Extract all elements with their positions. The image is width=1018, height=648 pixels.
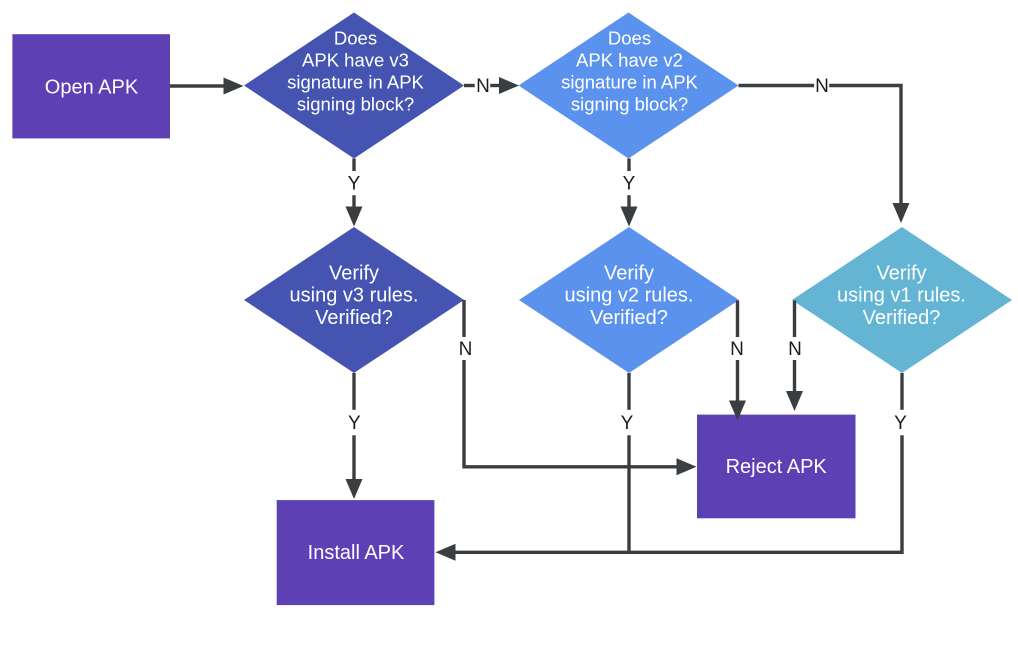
- svg-text:Verified?: Verified?: [590, 307, 668, 329]
- svg-text:Verify: Verify: [329, 262, 379, 284]
- svg-text:N: N: [788, 339, 802, 360]
- svg-text:signing block?: signing block?: [297, 94, 414, 115]
- svg-text:Y: Y: [894, 413, 907, 434]
- svg-text:signature in APK: signature in APK: [561, 72, 698, 93]
- svg-text:Open APK: Open APK: [45, 76, 139, 98]
- svg-text:APK have v2: APK have v2: [576, 50, 683, 71]
- svg-text:Verified?: Verified?: [315, 307, 393, 329]
- svg-text:N: N: [815, 76, 829, 97]
- svg-text:Does: Does: [334, 28, 377, 49]
- svg-text:Y: Y: [348, 173, 361, 194]
- svg-text:signing block?: signing block?: [571, 94, 688, 115]
- svg-text:N: N: [730, 339, 744, 360]
- svg-text:Does: Does: [608, 28, 651, 49]
- svg-text:Verify: Verify: [604, 262, 654, 284]
- svg-text:using v3 rules.: using v3 rules.: [290, 285, 419, 307]
- svg-text:Verify: Verify: [876, 262, 926, 284]
- svg-text:signature in APK: signature in APK: [287, 72, 424, 93]
- svg-text:using v1 rules.: using v1 rules.: [837, 285, 966, 307]
- svg-text:APK have v3: APK have v3: [302, 50, 409, 71]
- svg-text:Y: Y: [623, 173, 636, 194]
- svg-text:Y: Y: [621, 413, 634, 434]
- svg-text:N: N: [476, 76, 490, 97]
- svg-text:N: N: [459, 339, 473, 360]
- svg-text:using v2 rules.: using v2 rules.: [565, 285, 694, 307]
- svg-text:Verified?: Verified?: [863, 307, 941, 329]
- svg-text:Install APK: Install APK: [308, 542, 405, 564]
- svg-text:Y: Y: [348, 413, 361, 434]
- svg-text:Reject APK: Reject APK: [726, 456, 828, 478]
